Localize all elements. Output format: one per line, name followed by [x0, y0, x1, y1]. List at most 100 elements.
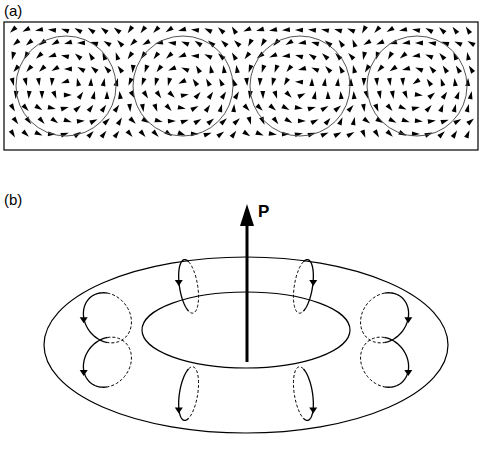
dipole-arrow: [64, 93, 72, 98]
dipole-arrow: [207, 92, 213, 100]
dipole-arrow: [10, 78, 15, 86]
dipole-arrow: [415, 41, 423, 46]
loop-front: [83, 337, 107, 387]
dipole-arrow: [21, 130, 29, 137]
dipole-arrow: [320, 106, 328, 112]
dipole-arrow: [401, 118, 409, 123]
dipole-arrow: [23, 78, 28, 86]
dipole-arrow: [155, 90, 162, 98]
dipole-arrow: [220, 92, 226, 100]
axis-arrowhead: [240, 204, 254, 226]
loop-back: [361, 337, 385, 387]
dipole-arrow: [218, 27, 226, 34]
dipole-arrow: [451, 131, 457, 139]
dipole-arrow: [104, 66, 111, 74]
dipole-arrow: [117, 40, 124, 48]
dipole-arrow: [114, 28, 122, 35]
label-holder: P: [258, 203, 269, 220]
loop-front: [303, 260, 313, 311]
dipole-arrow: [48, 105, 56, 110]
dipole-arrow: [216, 132, 224, 139]
dipole-arrow: [399, 27, 407, 32]
dipole-arrow: [428, 41, 436, 46]
dipole-arrow: [309, 54, 317, 60]
dipole-arrow: [468, 91, 473, 99]
dipole-arrow: [75, 53, 83, 60]
loop-back: [107, 337, 131, 387]
dipole-arrow: [51, 90, 56, 98]
dipole-arrow: [63, 118, 71, 123]
dipole-arrow: [157, 64, 164, 72]
dipole-arrow: [261, 38, 267, 46]
dipole-arrow: [234, 40, 242, 47]
vortex-circle: [367, 36, 467, 136]
dipole-arrow: [50, 117, 58, 124]
dipole-arrow: [456, 66, 462, 74]
dipole-arrow: [284, 91, 291, 98]
dipole-arrow: [387, 26, 395, 32]
dipole-arrow: [130, 39, 137, 46]
dipole-arrow: [167, 91, 174, 98]
dipole-arrow: [168, 78, 173, 86]
loop-arrowhead: [309, 408, 317, 414]
dipole-arrow: [190, 106, 198, 112]
dipole-arrow: [362, 52, 367, 60]
dipole-arrow: [466, 52, 471, 60]
dipole-arrow: [127, 104, 132, 112]
loop-arrowhead: [404, 317, 412, 323]
dipole-arrow: [204, 105, 210, 113]
dipole-arrow: [453, 78, 458, 86]
dipole-arrow: [269, 27, 277, 32]
dipole-arrow: [248, 38, 254, 46]
dipole-arrow: [155, 78, 160, 86]
dipole-arrow: [308, 28, 316, 33]
dipole-arrow: [441, 78, 446, 86]
dipole-arrow: [40, 91, 45, 99]
label-holder: (a): [4, 3, 22, 18]
dipole-arrow: [347, 105, 354, 113]
dipole-arrow: [295, 55, 303, 60]
dipole-arrow: [441, 92, 447, 100]
dipole-arrow: [374, 78, 379, 86]
dipole-arrow: [154, 51, 161, 59]
dipole-arrow: [61, 55, 69, 60]
dipole-arrow: [128, 117, 135, 124]
dipole-arrow: [298, 40, 306, 45]
dipole-arrow: [427, 93, 435, 100]
dipole-arrow: [77, 92, 84, 100]
dipole-arrow: [152, 103, 157, 111]
dipole-arrow: [256, 27, 264, 32]
panel-label: (b): [4, 192, 22, 207]
dipole-arrow: [245, 51, 252, 59]
dipole-arrow: [193, 79, 200, 87]
dipole-arrow: [191, 28, 199, 33]
dipole-arrow: [35, 27, 43, 32]
dipole-arrow: [282, 53, 290, 58]
loop-arrowhead: [309, 280, 317, 286]
dipole-arrow: [400, 78, 405, 86]
dipole-arrow: [298, 66, 306, 71]
dipole-arrow: [12, 116, 19, 124]
dipole-arrow: [429, 66, 436, 74]
dipole-arrow: [231, 104, 236, 112]
dipole-arrow: [286, 39, 294, 45]
dipole-arrow: [260, 91, 265, 99]
dipole-arrow: [235, 65, 240, 73]
dipole-arrow: [48, 53, 56, 58]
dipole-arrow: [243, 103, 250, 111]
vortex-circle: [250, 36, 350, 136]
dipole-arrow: [232, 27, 238, 35]
loop-front: [179, 369, 189, 420]
dipole-arrow: [50, 78, 55, 86]
dipole-arrow: [390, 91, 395, 99]
dipole-arrow: [412, 107, 420, 112]
dipole-arrow: [77, 67, 85, 73]
dipole-arrow: [222, 65, 227, 73]
torus: [44, 204, 448, 433]
dipole-arrow: [425, 105, 432, 113]
dipole-arrow: [388, 117, 396, 123]
dipole-arrow: [128, 51, 135, 59]
dipole-arrow: [195, 41, 203, 47]
dipole-arrow: [427, 79, 433, 87]
